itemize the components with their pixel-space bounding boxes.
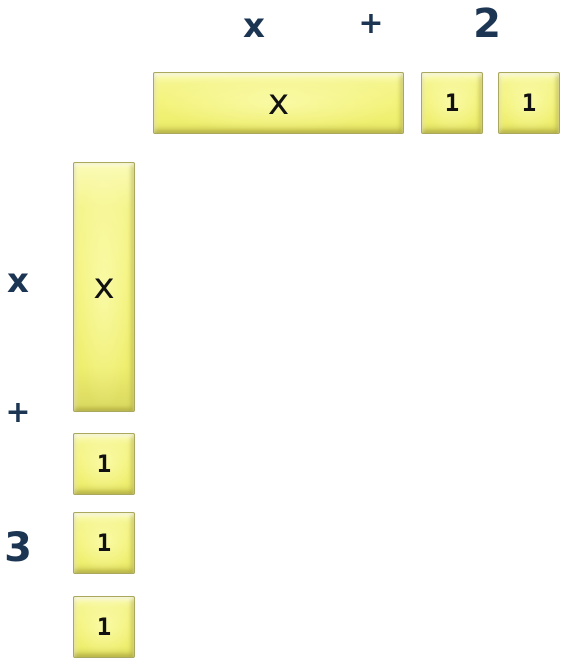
left-factor-operator: + bbox=[5, 395, 31, 430]
left-x-tile-label: x bbox=[93, 266, 115, 307]
top-unit-tile-2-label: 1 bbox=[521, 89, 537, 117]
top-factor-operator: + bbox=[358, 6, 384, 41]
top-unit-tile-1[interactable]: 1 bbox=[421, 72, 483, 134]
left-unit-tile-1-label: 1 bbox=[96, 450, 112, 478]
left-unit-tile-2[interactable]: 1 bbox=[73, 512, 135, 574]
top-x-tile-label: x bbox=[267, 82, 290, 123]
top-unit-tile-1-label: 1 bbox=[444, 89, 460, 117]
left-factor-variable: x bbox=[7, 261, 29, 301]
left-factor-constant: 3 bbox=[4, 525, 32, 571]
left-unit-tile-3-label: 1 bbox=[96, 613, 112, 641]
left-x-tile[interactable]: x bbox=[73, 162, 135, 412]
left-unit-tile-2-label: 1 bbox=[96, 529, 112, 557]
left-unit-tile-3[interactable]: 1 bbox=[73, 596, 135, 658]
left-unit-tile-1[interactable]: 1 bbox=[73, 433, 135, 495]
top-x-tile[interactable]: x bbox=[153, 72, 404, 134]
top-factor-constant: 2 bbox=[473, 1, 501, 47]
top-unit-tile-2[interactable]: 1 bbox=[498, 72, 560, 134]
top-factor-variable: x bbox=[243, 6, 265, 46]
